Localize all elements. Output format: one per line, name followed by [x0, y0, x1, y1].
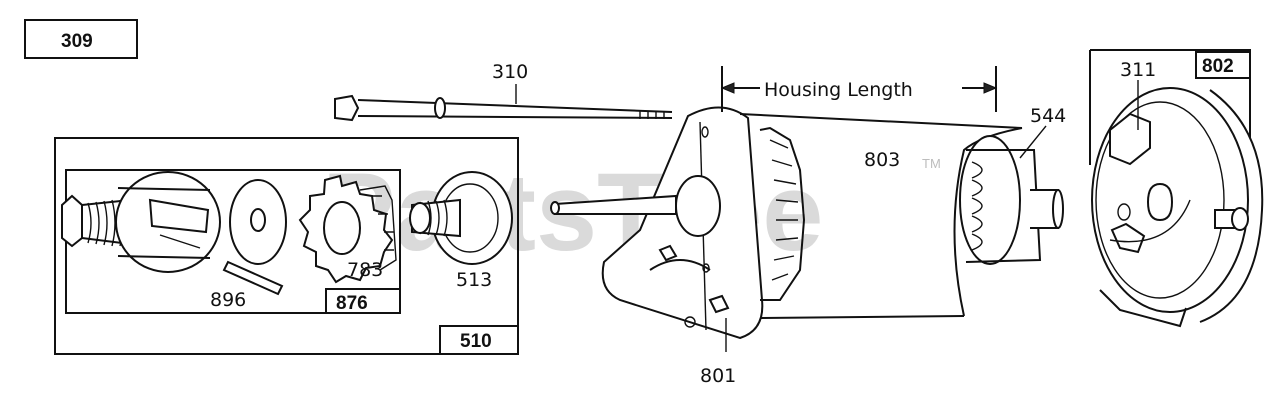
- through-bolt-part-310: 310: [334, 61, 673, 122]
- figure-number: 309: [61, 31, 93, 52]
- part-label-783: 783: [347, 259, 383, 281]
- part-label-310: 310: [492, 61, 528, 83]
- part-label-513: 513: [456, 269, 492, 291]
- part-label-801: 801: [700, 365, 736, 387]
- part-label-896: 896: [210, 289, 246, 311]
- part-label-311: 311: [1120, 59, 1156, 81]
- washer-part: [229, 179, 287, 265]
- housing-length-label: Housing Length: [764, 79, 913, 101]
- part-label-544: 544: [1030, 105, 1066, 127]
- drive-end-cap-part-801: 801: [550, 106, 806, 387]
- watermark-trademark: TM: [922, 156, 941, 171]
- pinion-gear-part-783: 783: [298, 174, 397, 284]
- pin-part-896: 896: [210, 260, 284, 311]
- spring-clutch-part-513: 513: [409, 171, 513, 291]
- assembly-510-frame: 510: [54, 137, 519, 355]
- figure-number-box: 309: [24, 19, 138, 59]
- end-cap-part-802: 802 311: [1089, 49, 1264, 328]
- housing-length-dimension: Housing Length: [720, 66, 998, 112]
- armature-part-544: 544: [959, 105, 1066, 265]
- part-label-802: 802: [1202, 56, 1234, 77]
- drive-screw-part: [61, 171, 221, 273]
- part-label-510: 510: [460, 331, 492, 352]
- part-label-876: 876: [336, 293, 368, 314]
- part-label-803: 803: [864, 149, 900, 171]
